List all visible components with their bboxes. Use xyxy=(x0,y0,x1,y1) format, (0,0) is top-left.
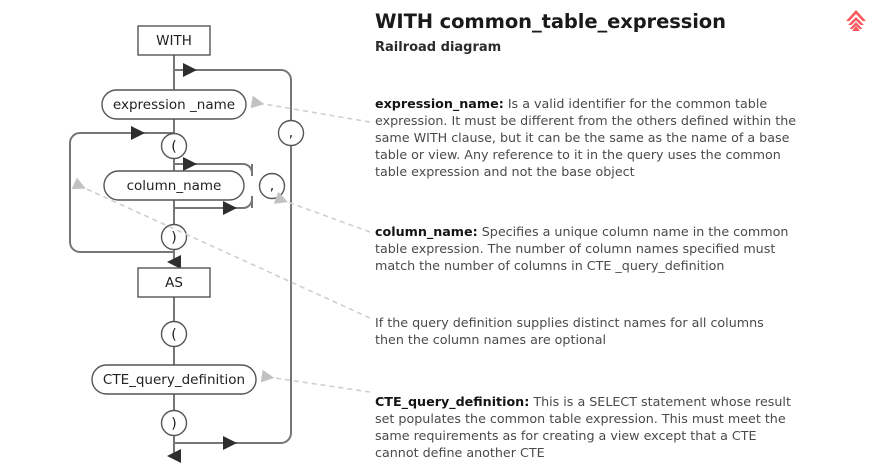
railroad-diagram-svg: WITH expression _name ( column_name , ) xyxy=(69,25,370,463)
page-title: WITH common_table_expression xyxy=(375,10,726,33)
node-close-paren-1: ) xyxy=(160,223,188,251)
node-as-keyword-box xyxy=(137,267,211,298)
mountain-logo-shape xyxy=(846,10,866,31)
note-expression-name-term: expression_name: xyxy=(375,95,504,111)
note-cte-query-definition-term: CTE_query_definition: xyxy=(375,393,530,409)
note-expression-name-body: Is a valid identifier for the common tab… xyxy=(375,95,797,180)
note-optional-columns: If the query definition supplies distinc… xyxy=(375,314,790,348)
node-column-name: column_name xyxy=(103,170,245,201)
node-as-keyword-label: AS xyxy=(165,275,183,291)
node-expression-name-box xyxy=(101,89,247,120)
node-with-keyword: WITH xyxy=(137,25,211,56)
page-subtitle: Railroad diagram xyxy=(375,40,502,56)
leader-expression-name xyxy=(250,95,370,123)
node-cte-query-definition-box xyxy=(91,364,257,395)
node-expression-name-label: expression _name xyxy=(113,97,235,113)
node-close-paren-1-label: ) xyxy=(171,230,176,246)
node-as-keyword: AS xyxy=(137,267,211,298)
leader-column-name xyxy=(273,191,370,233)
node-expression-name: expression _name xyxy=(101,89,247,120)
node-close-paren-1-circle xyxy=(160,223,188,251)
note-column-name-body: Specifies a unique column name in the co… xyxy=(375,223,789,273)
node-comma-outer: , xyxy=(277,119,305,147)
node-with-keyword-box xyxy=(137,25,211,56)
note-column-name-term: column_name: xyxy=(375,223,478,239)
node-close-paren-2-circle xyxy=(160,409,188,437)
note-cte-query-definition: CTE_query_definition: This is a SELECT s… xyxy=(375,393,803,462)
node-column-name-label: column_name xyxy=(127,178,222,194)
node-cte-query-definition: CTE_query_definition xyxy=(91,364,257,395)
node-open-paren-1-label: ( xyxy=(171,139,176,155)
node-open-paren-1-circle xyxy=(160,132,188,160)
note-column-name: column_name: Specifies a unique column n… xyxy=(375,223,800,274)
node-close-paren-2: ) xyxy=(160,409,188,437)
documentation-pane: WITH common_table_expression Railroad di… xyxy=(375,0,820,468)
node-comma-outer-label: , xyxy=(289,125,293,141)
note-expression-name: expression_name: Is a valid identifier f… xyxy=(375,95,812,181)
railroad-diagram-pane: WITH expression _name ( column_name , ) xyxy=(0,0,370,468)
node-open-paren-1: ( xyxy=(160,132,188,160)
column-list-bypass-path xyxy=(69,132,174,253)
mountain-logo-icon xyxy=(846,10,866,31)
node-comma-inner-label: , xyxy=(270,178,274,194)
node-open-paren-2-circle xyxy=(160,320,188,348)
node-close-paren-2-label: ) xyxy=(171,416,176,432)
node-open-paren-2: ( xyxy=(160,320,188,348)
node-cte-query-definition-label: CTE_query_definition xyxy=(103,372,245,388)
outer-loop-bottom-path xyxy=(174,146,292,444)
node-open-paren-2-label: ( xyxy=(171,327,176,343)
note-optional-columns-body: If the query definition supplies distinc… xyxy=(375,314,764,347)
outer-loop-top-path xyxy=(174,69,292,81)
node-comma-inner: , xyxy=(258,172,286,200)
leader-cte-query-definition xyxy=(260,369,370,393)
node-comma-outer-circle xyxy=(277,119,305,147)
node-with-keyword-label: WITH xyxy=(156,33,192,49)
leader-optional xyxy=(71,177,370,319)
node-column-name-box xyxy=(103,170,245,201)
note-cte-query-definition-body: This is a SELECT statement whose result … xyxy=(375,393,791,461)
